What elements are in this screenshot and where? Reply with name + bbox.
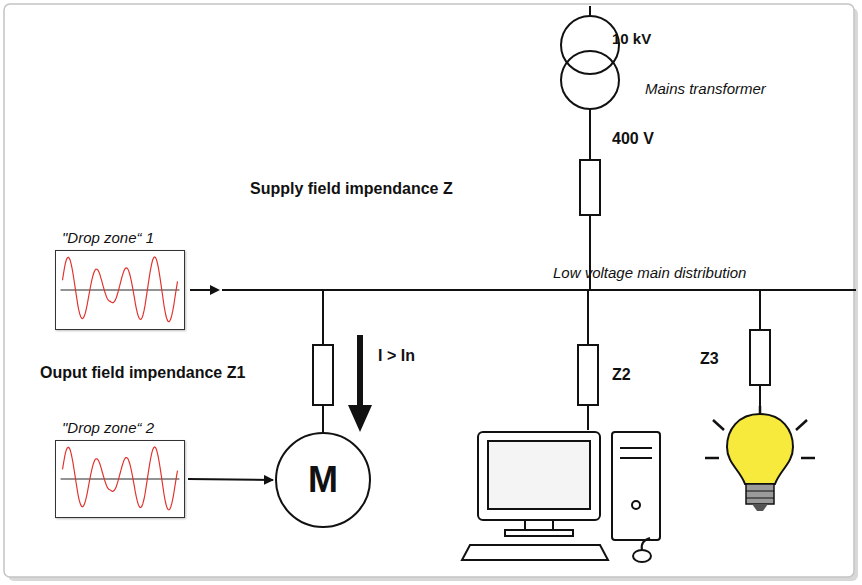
computer-icon [462,432,660,562]
transformer-winding [561,51,619,109]
text-label: 10 kV [612,30,651,48]
motor-circle: M [275,432,371,528]
motor-label: M [308,460,338,500]
impedance-symbol [580,160,600,215]
waveform-box: "Drop zone“ 1 [55,250,185,330]
impedance-symbol [313,345,333,405]
waveform [56,251,184,329]
waveform-box: "Drop zone“ 2 [55,440,185,518]
zone-heading: "Drop zone“ 2 [62,419,154,437]
text-label: Z2 [612,366,631,384]
impedance-symbol [578,345,598,405]
pointer-arrow [190,289,210,291]
wire [587,405,589,430]
hv-line [589,6,591,16]
transformer-winding [561,16,619,74]
wire [759,290,761,330]
text-label: Supply field impendance Z [250,180,453,198]
arrow-head [210,285,220,295]
zone-heading: "Drop zone“ 1 [62,229,154,247]
lightbulb-icon [705,406,815,511]
text-label: Mains transformer [645,80,766,98]
impedance-symbol [750,330,770,385]
text-label: Low voltage main distribution [553,264,746,282]
wire [322,405,324,432]
current-arrow [348,335,372,432]
connector-arrow [188,479,273,480]
wire [587,290,589,345]
text-label: 400 V [612,130,654,148]
wire [589,109,591,160]
text-label: I > In [378,347,415,365]
text-label: Z3 [700,350,719,368]
text-label: Ouput field impendance Z1 [40,364,245,382]
waveform [56,441,184,517]
wire [322,290,324,345]
